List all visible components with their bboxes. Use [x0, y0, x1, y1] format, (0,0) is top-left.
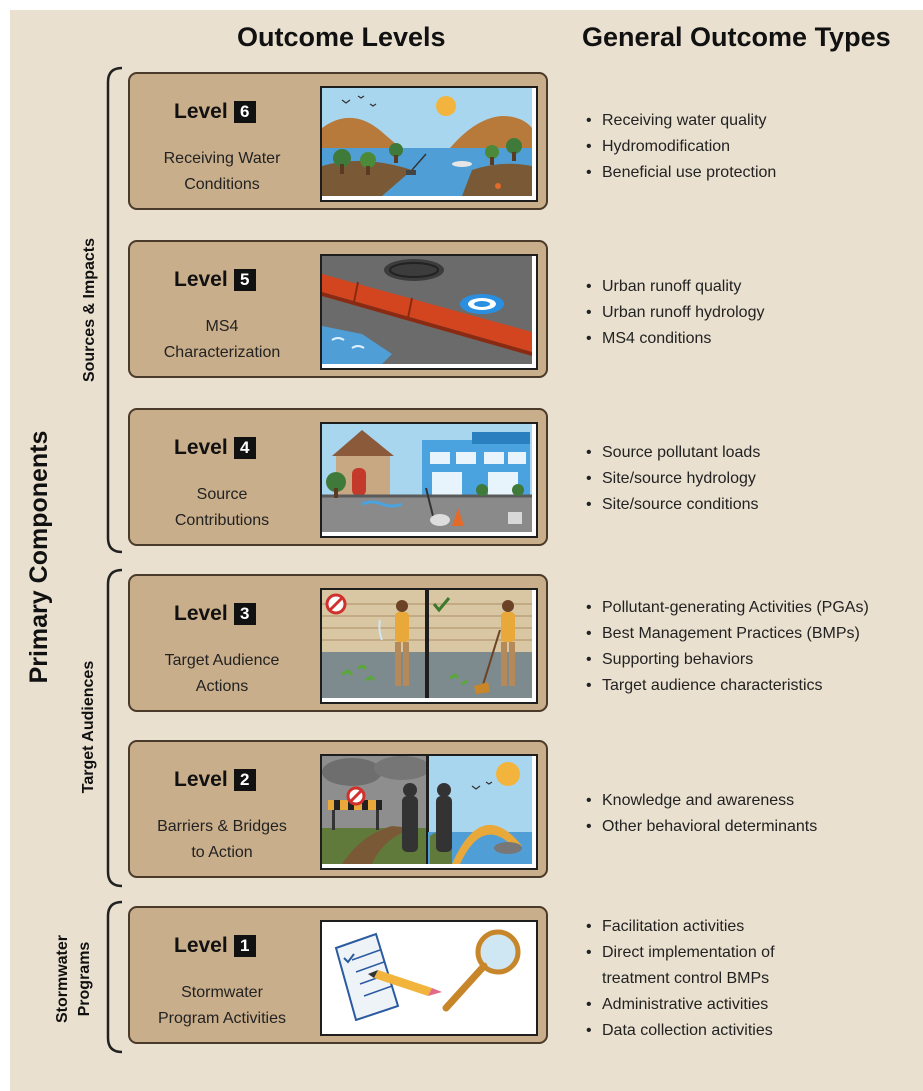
outcome-item: Knowledge and awareness: [584, 788, 817, 814]
level-5-heading: Level 5: [174, 268, 256, 292]
stormwater-programs-line-1: Stormwater: [54, 934, 71, 1024]
outcome-item: Site/source hydrology: [584, 466, 760, 492]
outcome-levels-header: Outcome Levels: [237, 22, 446, 52]
level-2-heading: Level 2: [174, 768, 256, 792]
target-audiences-label: Target Audiences: [80, 660, 97, 794]
outcome-item: Administrative activities: [584, 992, 775, 1018]
level-3-title-line-1: Target Audience: [164, 652, 280, 669]
level-5-outcomes: Urban runoff quality Urban runoff hydrol…: [584, 274, 764, 352]
level-2-word: Level: [174, 768, 228, 791]
level-1-card: Level 1 Stormwater Program Activities: [128, 906, 548, 1044]
level-1-heading: Level 1: [174, 934, 256, 958]
level-4-title: Source Contributions: [134, 482, 310, 534]
outcome-item: Source pollutant loads: [584, 440, 760, 466]
sources-impacts-bracket: [106, 66, 123, 554]
outcome-item: Pollutant-generating Activities (PGAs): [584, 595, 869, 621]
level-2-title-line-1: Barriers & Bridges: [157, 818, 287, 835]
level-5-title-line-1: MS4: [205, 318, 239, 335]
outcome-item: Urban runoff quality: [584, 274, 764, 300]
level-3-word: Level: [174, 602, 228, 625]
outcome-item: Other behavioral determinants: [584, 814, 817, 840]
level-4-title-line-2: Contributions: [174, 512, 270, 529]
outcome-item: Receiving water quality: [584, 108, 776, 134]
ms4-storm-drain-illustration: [320, 254, 538, 370]
level-6-number: 6: [233, 101, 256, 123]
outcome-item: Supporting behaviors: [584, 647, 869, 673]
level-2-card: Level 2 Barriers & Bridges to Action: [128, 740, 548, 878]
level-5-card: Level 5 MS4 Characterization: [128, 240, 548, 378]
level-2-number: 2: [233, 769, 256, 791]
level-6-title: Receiving Water Conditions: [134, 146, 310, 198]
stormwater-programs-label: Stormwater Programs: [52, 894, 98, 1064]
level-5-title-line-2: Characterization: [163, 344, 281, 361]
outcome-item: treatment control BMPs: [602, 970, 770, 987]
level-1-title: Stormwater Program Activities: [134, 980, 310, 1032]
level-4-card: Level 4 Source Contributions: [128, 408, 548, 546]
sources-impacts-label: Sources & Impacts: [81, 237, 98, 383]
target-audiences-bracket: [106, 568, 123, 888]
source-contributions-illustration: [320, 422, 538, 538]
general-outcome-types-header: General Outcome Types: [582, 22, 891, 52]
level-3-heading: Level 3: [174, 602, 256, 626]
level-4-heading: Level 4: [174, 436, 256, 460]
level-3-title: Target Audience Actions: [134, 648, 310, 700]
level-3-number: 3: [233, 603, 256, 625]
level-4-outcomes: Source pollutant loads Site/source hydro…: [584, 440, 760, 518]
outcome-item: MS4 conditions: [584, 326, 764, 352]
level-4-word: Level: [174, 436, 228, 459]
outcome-item: Site/source conditions: [584, 492, 760, 518]
receiving-water-illustration: [320, 86, 538, 202]
outcome-item: Beneficial use protection: [584, 160, 776, 186]
level-4-title-line-1: Source: [196, 486, 248, 503]
level-1-title-line-1: Stormwater: [181, 984, 263, 1001]
stormwater-programs-line-2: Programs: [76, 941, 93, 1017]
level-5-word: Level: [174, 268, 228, 291]
outcome-item: Facilitation activities: [584, 914, 775, 940]
level-6-title-line-1: Receiving Water: [163, 150, 281, 167]
target-audience-actions-illustration: [320, 588, 538, 704]
program-activities-illustration: [320, 920, 538, 1036]
level-3-outcomes: Pollutant-generating Activities (PGAs) B…: [584, 595, 869, 699]
level-6-title-line-2: Conditions: [184, 176, 260, 193]
level-1-number: 1: [233, 935, 256, 957]
level-6-heading: Level 6: [174, 100, 256, 124]
level-3-card: Level 3 Target Audience Actions: [128, 574, 548, 712]
level-2-outcomes: Knowledge and awareness Other behavioral…: [584, 788, 817, 840]
level-1-title-line-2: Program Activities: [157, 1010, 287, 1027]
outcome-item: Urban runoff hydrology: [584, 300, 764, 326]
primary-components-label: Primary Components: [25, 430, 53, 684]
level-2-title-line-2: to Action: [191, 844, 253, 861]
level-1-word: Level: [174, 934, 228, 957]
level-4-number: 4: [233, 437, 256, 459]
level-5-title: MS4 Characterization: [134, 314, 310, 366]
level-6-word: Level: [174, 100, 228, 123]
group-brackets: [106, 66, 123, 1054]
outcome-item: Best Management Practices (BMPs): [584, 621, 869, 647]
level-6-card: Level 6 Receiving Water Conditions: [128, 72, 548, 210]
stormwater-programs-bracket: [106, 900, 123, 1054]
outcome-item: Hydromodification: [584, 134, 776, 160]
outcome-item: Target audience characteristics: [584, 673, 869, 699]
level-1-outcomes: Facilitation activities Direct implement…: [584, 914, 775, 1044]
level-2-title: Barriers & Bridges to Action: [134, 814, 310, 866]
outcome-item: Direct implementation of: [584, 940, 775, 966]
level-3-title-line-2: Actions: [195, 678, 249, 695]
level-6-outcomes: Receiving water quality Hydromodificatio…: [584, 108, 776, 186]
barriers-bridges-illustration: [320, 754, 538, 870]
outcome-item: Data collection activities: [584, 1018, 775, 1044]
level-5-number: 5: [233, 269, 256, 291]
